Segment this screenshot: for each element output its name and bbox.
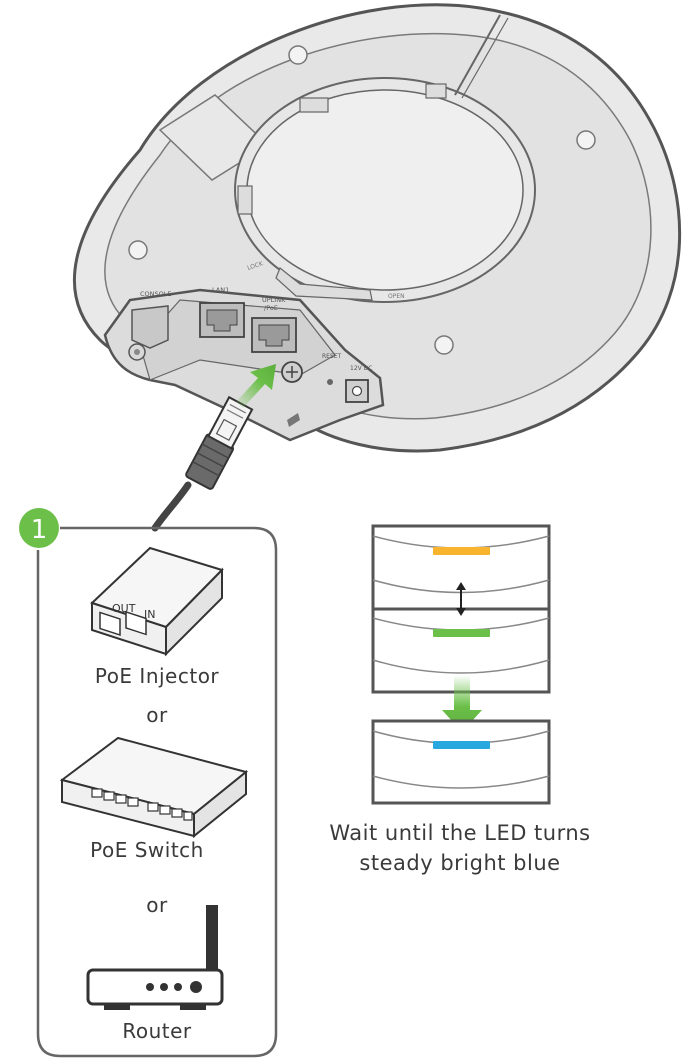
screw-hole (434, 335, 454, 355)
access-point: LOCK OPEN CONSOLE LAN1 UPLINK /PoE RESET… (72, 3, 682, 453)
poe-injector: OUT IN (90, 546, 224, 657)
led-status (371, 524, 551, 805)
injector-in-label: IN (144, 608, 155, 621)
reset-label: RESET (322, 353, 342, 360)
led-instruction-line-2: steady bright blue (359, 851, 561, 875)
injector-port-in (125, 610, 147, 636)
console-slot (131, 305, 169, 349)
transition-arrow (442, 675, 482, 732)
bracket-lock-label: LOCK (246, 260, 264, 272)
router-body (86, 968, 224, 1006)
injector-port-out (99, 611, 121, 636)
dc-label: 12V DC (350, 365, 372, 372)
led-blue (433, 741, 490, 749)
router-label: Router (122, 1019, 192, 1043)
plug-contacts (226, 403, 247, 419)
power-source-panel: 1 OUT IN (19, 508, 278, 1058)
injector-side (165, 567, 223, 657)
uplink-port-jack (258, 324, 290, 347)
ring-tab (237, 185, 253, 215)
poe-switch (59, 736, 249, 839)
housing-curve (372, 775, 550, 789)
or-label-1: or (146, 703, 168, 727)
reset-button (327, 379, 333, 385)
screw-hole (128, 240, 148, 260)
router-led (190, 981, 202, 993)
router-led (146, 983, 154, 991)
led-panel-steady (371, 719, 551, 805)
poe-injector-label: PoE Injector (94, 664, 220, 688)
ground-screw-cross (286, 366, 298, 378)
cable-strap (461, 17, 509, 99)
led-green (433, 629, 490, 637)
router (86, 905, 224, 1010)
step-1-number: 1 (31, 515, 48, 545)
insert-arrow (236, 364, 276, 408)
router-foot (180, 1004, 206, 1010)
router-antenna (206, 905, 218, 973)
bracket-open-label: OPEN (388, 293, 405, 300)
plug-latch (215, 418, 238, 442)
router-led (160, 983, 168, 991)
dc-jack-pin (351, 385, 363, 397)
ring-tab (299, 97, 329, 113)
ring-tab (425, 83, 447, 99)
router-led (174, 983, 182, 991)
or-label-2: or (146, 893, 168, 917)
step-1-badge (19, 508, 59, 548)
switch-ports (91, 788, 193, 821)
alternate-arrow-icon (456, 582, 466, 616)
injector-out-label: OUT (112, 602, 136, 615)
cable-strap (454, 14, 501, 96)
switch-side (193, 769, 247, 839)
uplink-poe-label: /PoE (264, 304, 278, 312)
screw-center (134, 349, 140, 355)
console-label: CONSOLE (140, 290, 172, 298)
panel-border (36, 526, 278, 1058)
rj45-plug (185, 395, 254, 490)
screw-hole (288, 45, 308, 65)
uplink-label: UPLINK (262, 296, 286, 304)
led-instruction: Wait until the LED turns steady bright b… (300, 818, 620, 878)
poe-switch-label: PoE Switch (90, 838, 204, 862)
mounting-ring-inner (246, 89, 524, 291)
lock-slot (287, 413, 300, 427)
cable-wire (151, 481, 192, 532)
lan-label: LAN1 (212, 286, 229, 294)
screw-hole (576, 130, 596, 150)
plug-boot-ribs (192, 443, 229, 477)
ethernet-cable (151, 395, 254, 532)
lan-port-jack (206, 309, 238, 332)
led-instruction-line-1: Wait until the LED turns (329, 821, 591, 845)
ring-clip (275, 267, 373, 301)
router-foot (104, 1004, 130, 1010)
housing-curve (372, 659, 550, 674)
led-amber (433, 547, 490, 555)
